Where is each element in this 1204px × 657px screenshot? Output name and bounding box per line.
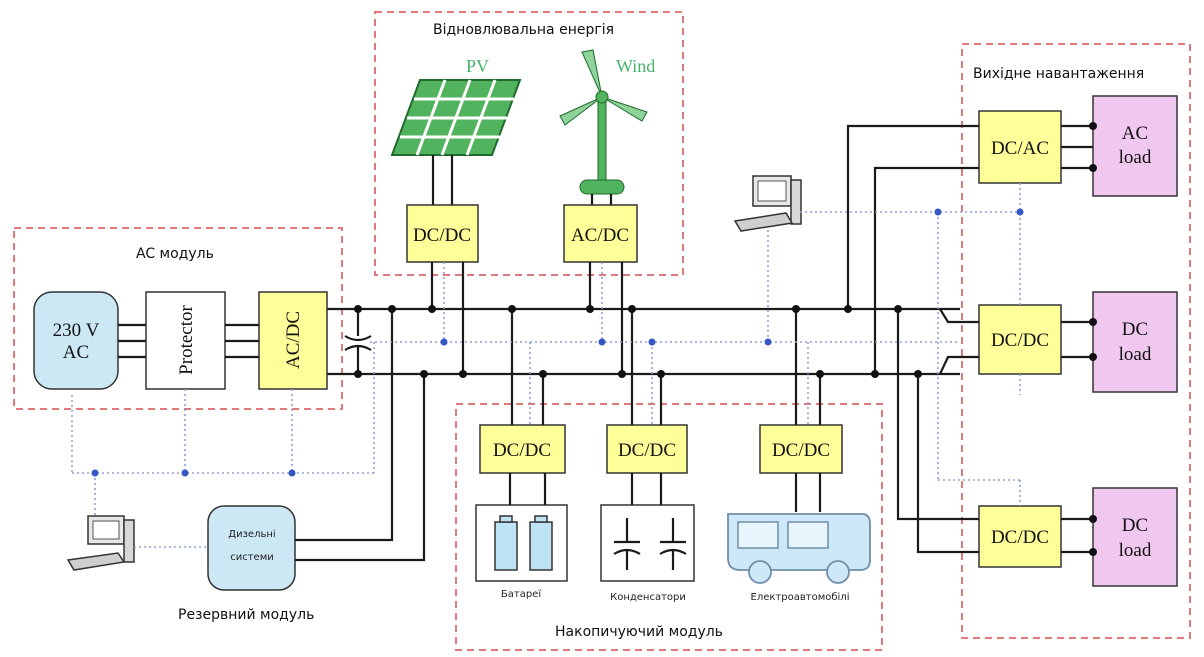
ac-load-label-2: load (1119, 147, 1152, 168)
battery-dcdc-converter (479, 424, 566, 474)
load2-converter-label: DC/DC (991, 330, 1049, 351)
battery-box (475, 504, 568, 582)
battery-icon (494, 515, 553, 571)
ac-load-box (1092, 95, 1178, 197)
pv-converter-label: DC/DC (413, 225, 471, 246)
grid-voltage-label: 230 V (53, 320, 100, 341)
renewable-region-title: Відновлювальна енергія (433, 22, 614, 38)
dc-load2-label-1: DC (1122, 515, 1148, 536)
wind-turbine-icon (559, 49, 648, 195)
output-load-title: Вихідне навантаження (973, 66, 1144, 82)
grid-acdc-converter (258, 291, 328, 390)
diesel-wire-positive (295, 309, 394, 542)
ev-label: Електроавтомобілі (751, 591, 850, 603)
grid-converter-label: AC/DC (283, 311, 304, 369)
control-lines (71, 183, 1021, 548)
monitoring-computer-icon (733, 175, 802, 232)
grid-type-label: AC (63, 342, 89, 363)
dc-load1-label-2: load (1119, 344, 1152, 365)
storage-title: Накопичуючий модуль (555, 624, 723, 640)
backup-computer-icon (66, 515, 135, 571)
backup-title: Резервний модуль (178, 607, 314, 623)
ev-dcdc-converter (759, 424, 843, 474)
electric-vehicle-icon (727, 513, 871, 584)
control-junctions (91, 208, 1024, 477)
ac-load-label-1: AC (1122, 123, 1148, 144)
solar-panel-icon (390, 79, 522, 156)
diesel-wire-negative (295, 374, 426, 562)
wind-converter-label: AC/DC (571, 225, 629, 246)
capacitor-converter-label: DC/DC (618, 440, 676, 461)
bus-capacitor-icon (344, 309, 372, 374)
diesel-label-line2: системи (230, 552, 274, 563)
pv-label: PV (466, 56, 489, 76)
ac-module-region (13, 227, 343, 410)
ac-module-title: AC модуль (136, 246, 214, 262)
load1-converter-label: DC/AC (991, 138, 1049, 159)
wind-acdc-converter (563, 204, 638, 263)
capacitor-dcdc-converter (606, 424, 688, 474)
output-load-region (961, 43, 1191, 639)
capacitor-label: Конденсатори (610, 592, 686, 603)
dc-load1-label-1: DC (1122, 319, 1148, 340)
load2-dcdc-converter (978, 304, 1062, 375)
diesel-label-line1: Дизельні (228, 528, 275, 540)
load3-converter-label: DC/DC (991, 527, 1049, 548)
bus-junctions (354, 122, 1097, 556)
dc-load2-box (1092, 487, 1178, 587)
capacitor-icon (613, 518, 687, 570)
battery-label: Батареї (501, 589, 541, 600)
ev-converter-label: DC/DC (772, 440, 830, 461)
dc-load2-label-2: load (1119, 540, 1152, 561)
wind-label: Wind (616, 56, 655, 76)
protector-label: Protector (176, 305, 197, 375)
diesel-generator-box (207, 505, 296, 591)
battery-converter-label: DC/DC (493, 440, 551, 461)
dc-load1-box (1092, 291, 1178, 393)
pv-dcdc-converter (406, 204, 479, 263)
renewable-region (374, 11, 684, 276)
protector-box (145, 291, 226, 390)
